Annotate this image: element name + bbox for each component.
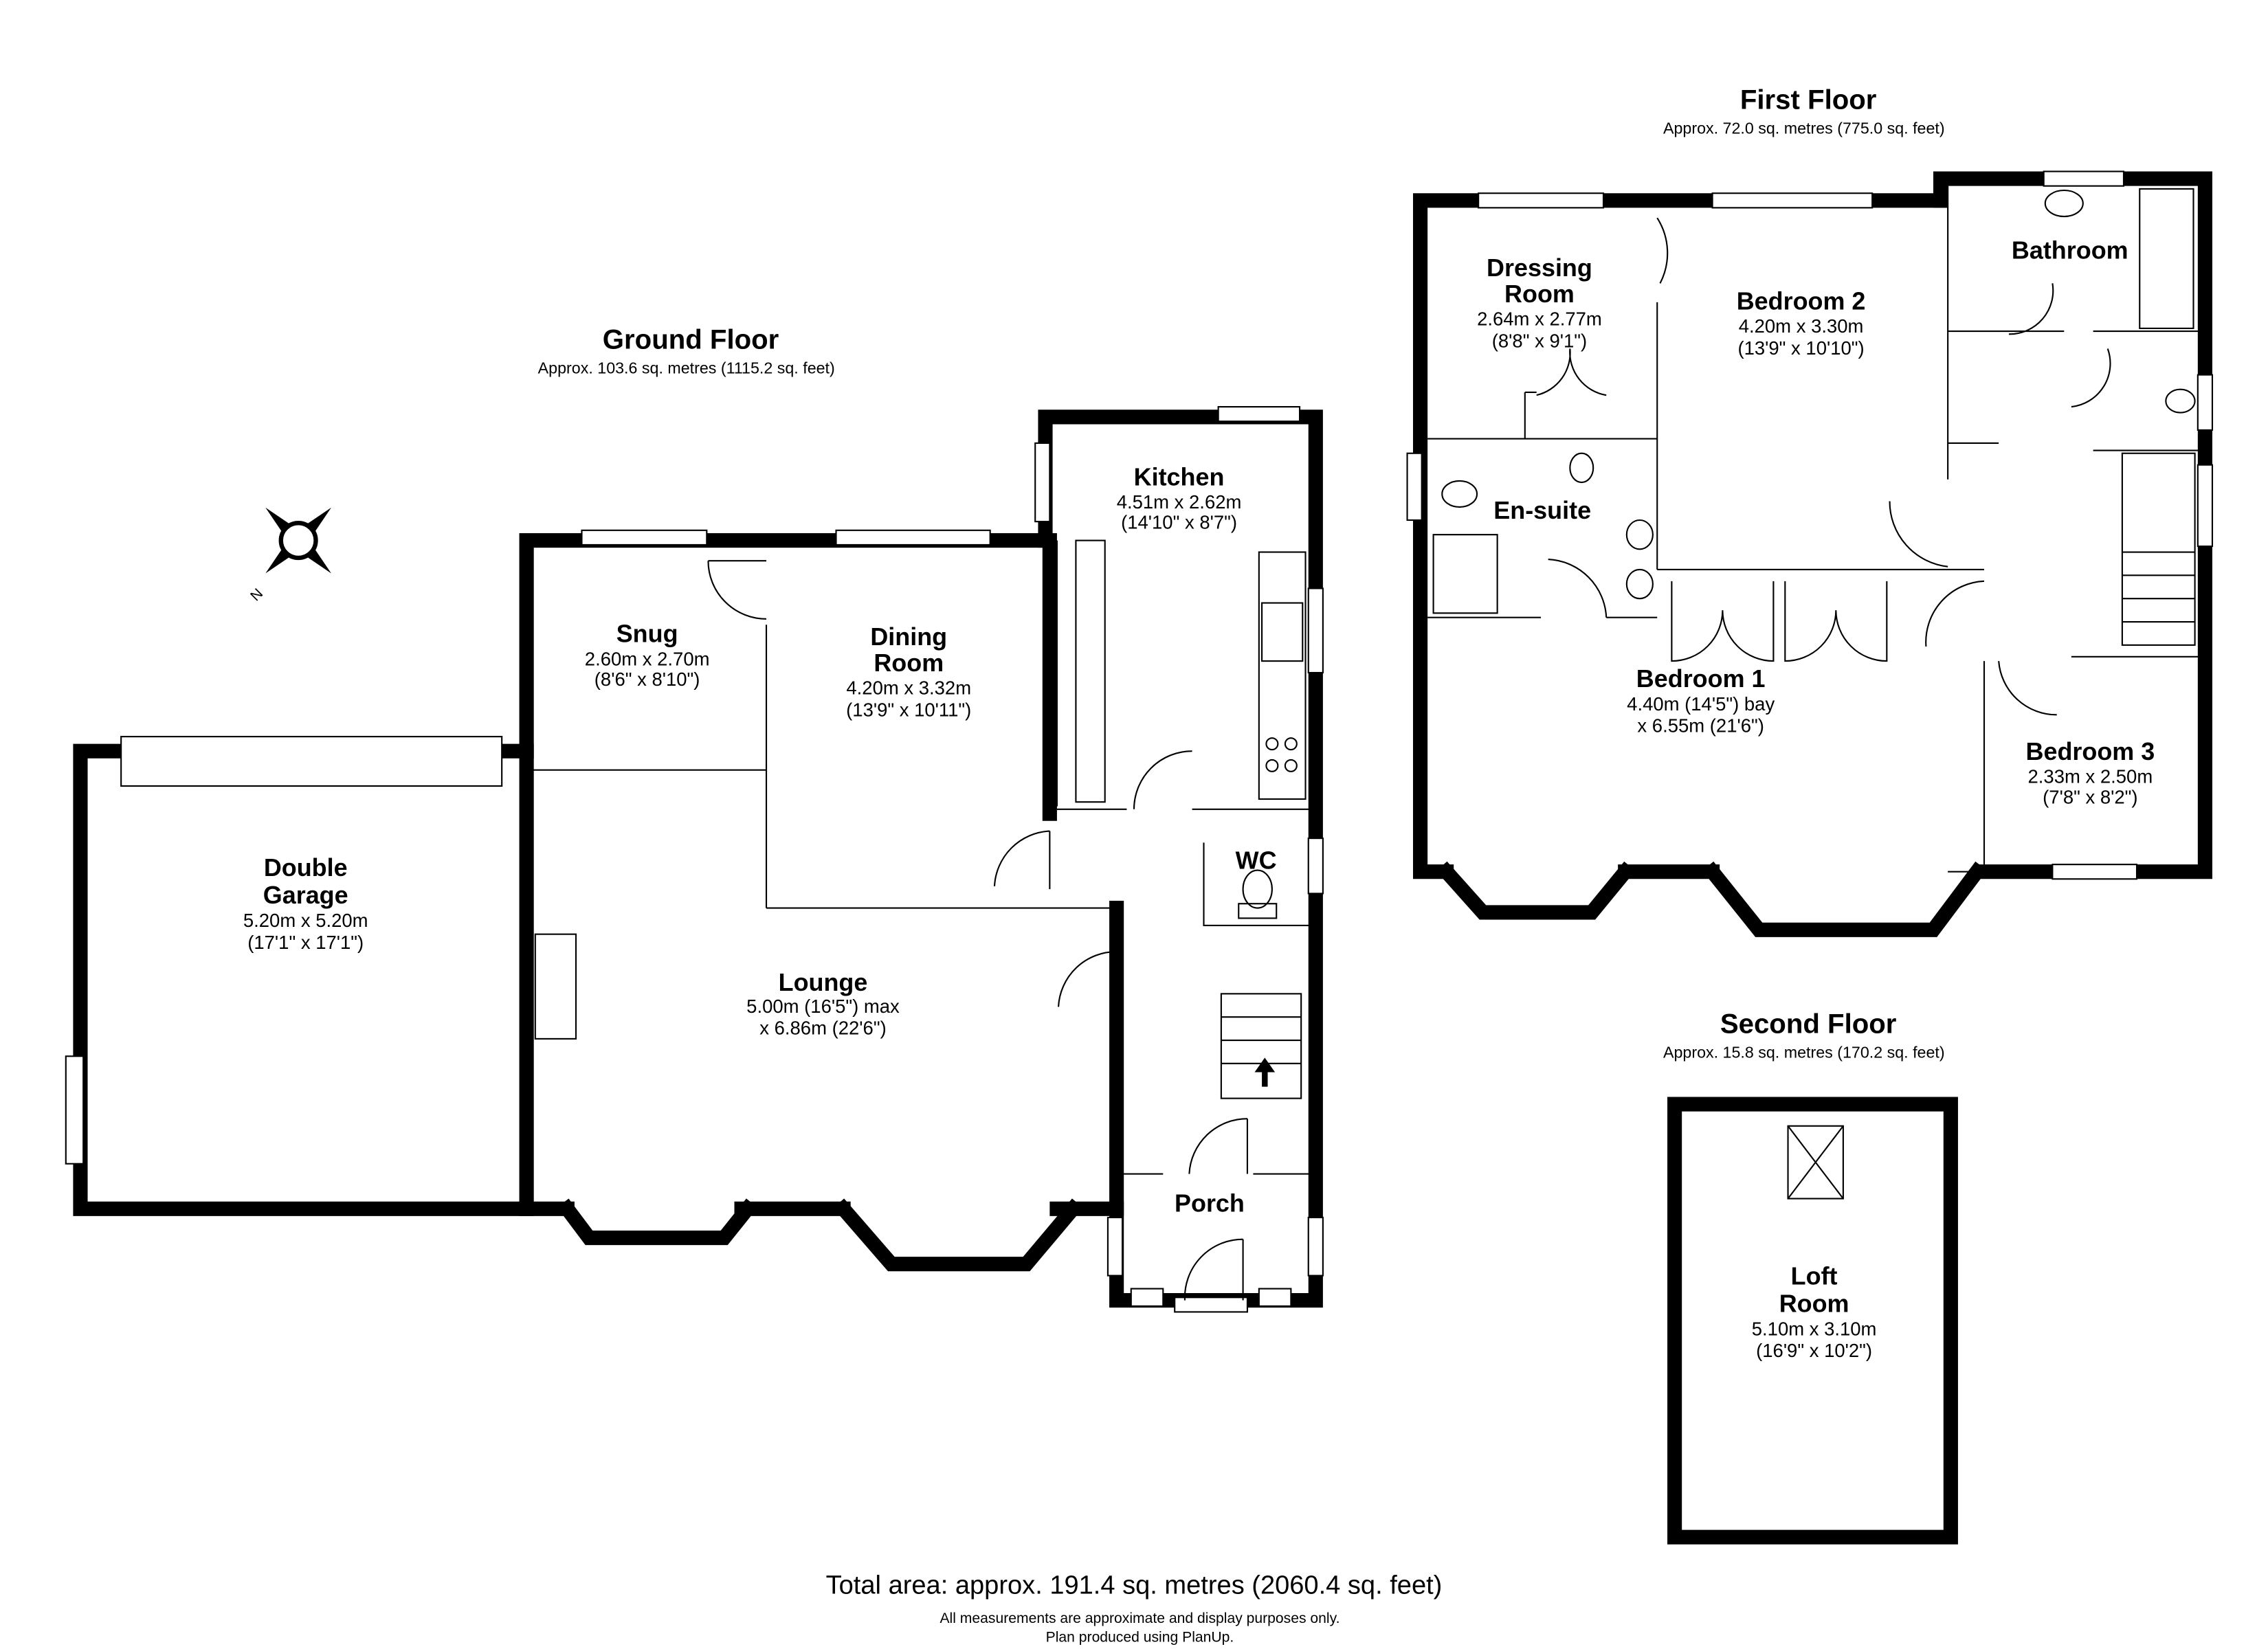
staircase [1220, 993, 1302, 1099]
disclaimer: All measurements are approximate and dis… [940, 1611, 1339, 1626]
up-arrow-icon [1254, 1057, 1276, 1087]
room-label-bedroom2: Bedroom 2 [1737, 287, 1866, 315]
room-dimensions-imperial: (14'10" x 8'7") [1121, 512, 1237, 533]
room-label-ensuite: En-suite [1493, 496, 1591, 524]
room-dimensions: 4.20m x 3.32m [846, 677, 971, 699]
room-label-bedroom3: Bedroom 3 [2026, 737, 2155, 765]
room-dimensions: 4.40m (14'5") bay [1627, 693, 1775, 715]
room-label: Double [264, 853, 348, 882]
room-dimensions: 4.20m x 3.30m [1739, 315, 1864, 337]
skylight-icon [1787, 1125, 1844, 1200]
room-label-bathroom: Bathroom [2012, 236, 2128, 264]
second-floor-title: Second Floor [1720, 1008, 1897, 1039]
credit: Plan produced using PlanUp. [1046, 1629, 1234, 1645]
second-floor: Second Floor Approx. 15.8 sq. metres (17… [1663, 1008, 1958, 1545]
first-floor: First Floor Approx. 72.0 sq. metres (775… [1406, 85, 2214, 937]
room-label-loft: Loft [1791, 1261, 1838, 1290]
room-double-garage: Double Garage 5.20m x 5.20m (17'1" x 17'… [65, 736, 534, 1216]
ground-floor: Ground Floor Approx. 103.6 sq. metres (1… [65, 324, 1324, 1313]
room-dimensions-imperial: (7'8" x 8'2") [2043, 786, 2137, 807]
room-label-porch: Porch [1175, 1189, 1245, 1218]
room-dimensions-imperial: x 6.86m (22'6") [759, 1018, 886, 1039]
room-label: Room [1779, 1289, 1849, 1317]
room-dimensions: 5.00m (16'5") max [746, 996, 900, 1017]
room-label-dining: Dining [870, 622, 947, 651]
ground-floor-title: Ground Floor [603, 324, 779, 355]
room-label-snug: Snug [616, 620, 678, 648]
room-dimensions: 2.33m x 2.50m [2028, 766, 2153, 787]
room-label: Garage [263, 881, 348, 909]
room-dimensions-imperial: (16'9" x 10'2") [1756, 1340, 1872, 1361]
room-label-lounge: Lounge [779, 968, 868, 996]
first-floor-title: First Floor [1740, 85, 1877, 115]
ground-floor-area: Approx. 103.6 sq. metres (1115.2 sq. fee… [538, 359, 835, 377]
first-floor-area: Approx. 72.0 sq. metres (775.0 sq. feet) [1663, 120, 1945, 137]
room-dimensions: 5.10m x 3.10m [1752, 1318, 1877, 1339]
room-dimensions: 4.51m x 2.62m [1117, 491, 1242, 513]
room-label-kitchen: Kitchen [1134, 462, 1225, 491]
room-label-bedroom1: Bedroom 1 [1636, 664, 1766, 693]
room-label: Room [874, 649, 944, 677]
compass-icon [265, 507, 331, 574]
room-dimensions: 5.20m x 5.20m [243, 910, 368, 931]
room-label-wc: WC [1236, 846, 1277, 874]
room-dimensions-imperial: (8'6" x 8'10") [594, 669, 700, 690]
total-area: Total area: approx. 191.4 sq. metres (20… [826, 1571, 1443, 1600]
staircase [2121, 452, 2196, 646]
second-floor-area: Approx. 15.8 sq. metres (170.2 sq. feet) [1663, 1043, 1945, 1061]
room-dimensions-imperial: (13'9" x 10'10") [1737, 337, 1864, 359]
garage-door [120, 736, 503, 787]
room-label: Room [1504, 280, 1575, 308]
room-dimensions: 2.60m x 2.70m [585, 648, 710, 669]
room-dimensions: 2.64m x 2.77m [1477, 309, 1602, 330]
room-dimensions-imperial: (13'9" x 10'11") [846, 699, 971, 720]
window [65, 1055, 85, 1165]
room-dimensions-imperial: x 6.55m (21'6") [1637, 715, 1764, 737]
room-label-dressing: Dressing [1487, 254, 1592, 282]
room-dimensions-imperial: (17'1" x 17'1") [247, 932, 364, 953]
room-dimensions-imperial: (8'8" x 9'1") [1492, 330, 1587, 351]
